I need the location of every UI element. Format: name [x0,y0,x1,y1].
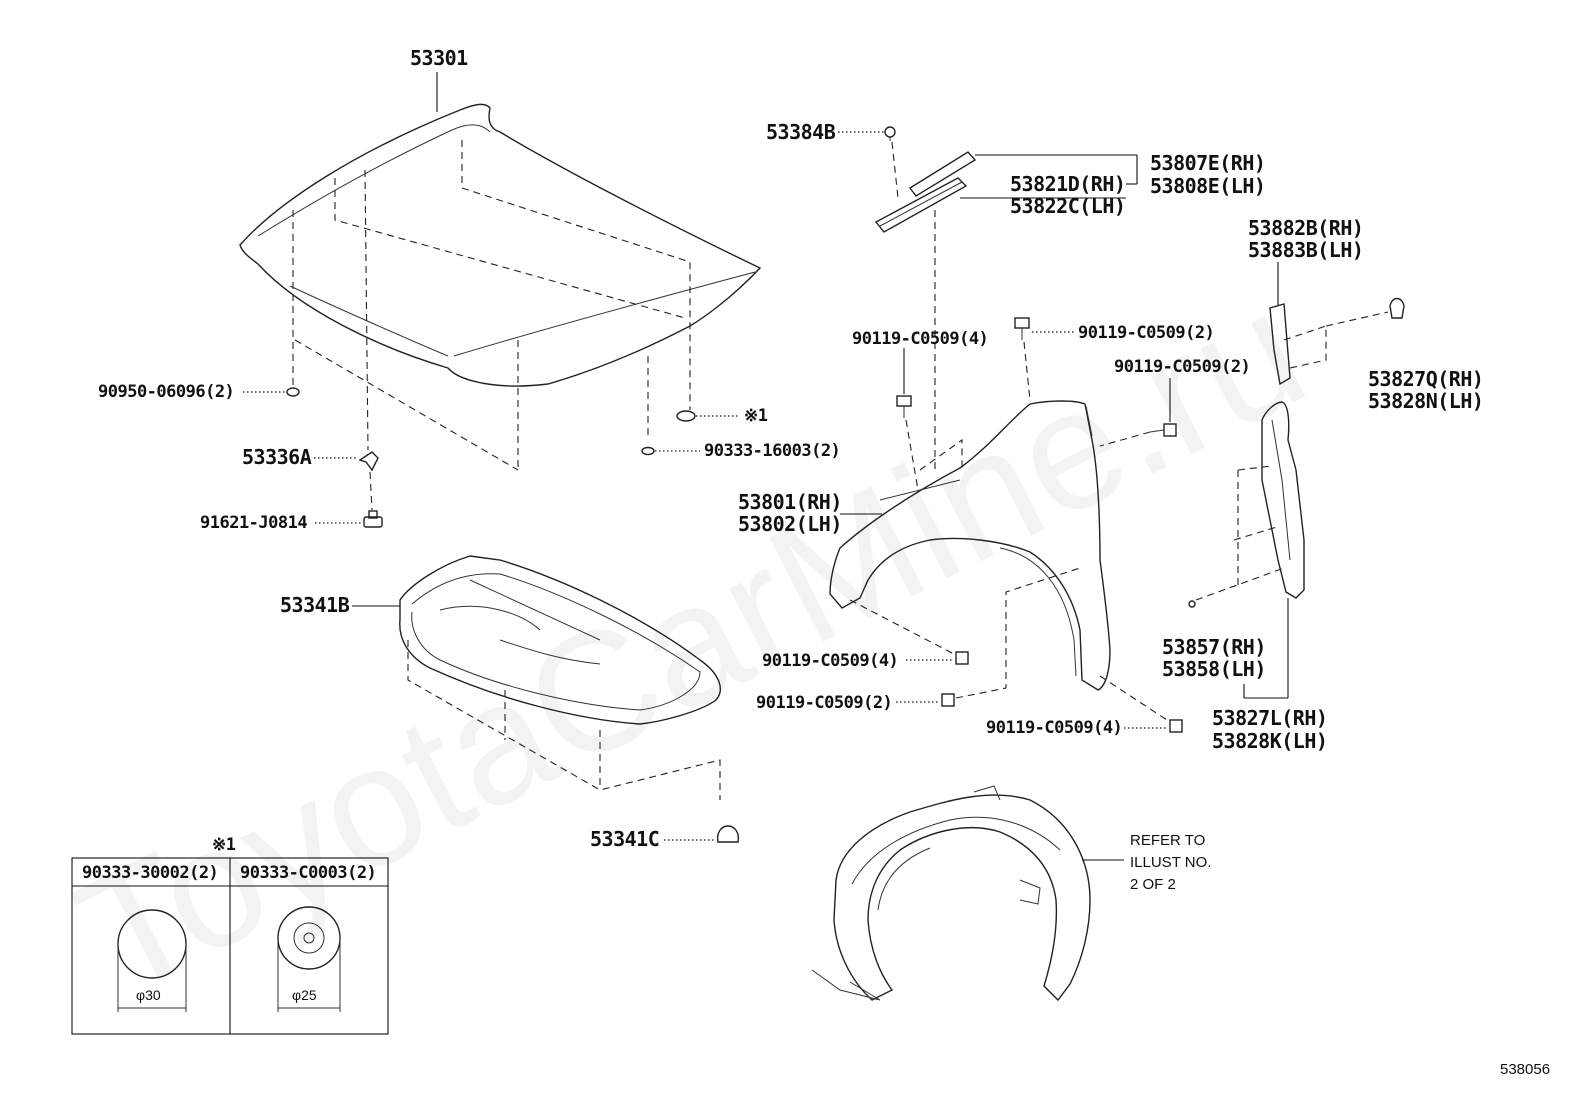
label-seal-pad-rh: 53857(RH) [1162,635,1266,659]
hood-seal-icon [676,410,696,422]
label-hood-bolt: 91621-J0814 [200,513,307,533]
label-fender-rh: 53801(RH) [738,490,842,514]
label-bracket-lh: 53883B(LH) [1248,238,1363,262]
hood-outline [239,103,762,387]
insulator-dashed-guides [407,640,721,800]
refer-note-line3: 2 OF 2 [1130,876,1176,893]
label-liner-rh: 53827L(RH) [1212,706,1327,730]
label-fender-seal-lower-rh: 53821D(RH) [1010,172,1125,196]
label-hood-cushion: 90333-16003(2) [704,441,840,461]
fender-seal-upper [874,151,977,233]
label-hood-seal-ref: ※1 [744,406,768,426]
diagram-id: 538056 [1500,1061,1550,1078]
insulator-clip-icon [716,825,740,843]
label-fender-seal-upper-lh: 53808E(LH) [1150,174,1265,198]
label-seal-pad-lh: 53858(LH) [1162,657,1266,681]
callout-table: ※1 90333-30002(2) 90333-C0003(2) φ30 φ25 [71,835,389,1035]
callout-table-col2-part: 90333-C0003(2) [240,863,376,883]
label-fender-seal-upper-rh: 53807E(RH) [1150,151,1265,175]
dim-phi30: φ30 [136,987,161,1003]
seal-pad-icon [1188,600,1196,608]
label-bolt-a: 90119-C0509(4) [852,329,988,349]
hood-bolt-icon [363,510,383,528]
side-liner-outline [1261,401,1305,599]
bolt-b-icon [1014,317,1030,340]
label-bolt-f: 90119-C0509(4) [986,718,1122,738]
hood-insulator-outline [399,555,721,725]
label-hood: 53301 [410,46,468,70]
label-insulator-clip: 53341C [590,827,659,851]
label-hood-insulator: 53341B [280,593,350,617]
label-bolt-d: 90119-C0509(4) [762,651,898,671]
label-hood-hinge-clip: 53336A [242,445,312,469]
callout-table-col1-part: 90333-30002(2) [82,863,218,883]
label-fender-seal-lower-lh: 53822C(LH) [1010,194,1125,218]
fender-liner-outline [811,785,1091,1002]
bolt-c-icon [1149,423,1177,437]
bolt-a-icon [896,395,912,418]
bolt-f-icon [1169,719,1183,733]
label-hood-stay-clip: 90950-06096(2) [98,382,234,402]
bolt-d-icon [955,651,969,665]
label-bracket-rh: 53882B(RH) [1248,216,1363,240]
bolt-e-icon [941,693,955,707]
dim-phi25: φ25 [292,987,317,1003]
fender-outline [829,400,1111,691]
hood-cushion-icon [641,446,655,456]
label-clip-rh: 53827Q(RH) [1368,367,1483,391]
label-bolt-c: 90119-C0509(2) [1114,357,1250,377]
refer-note-line2: ILLUST NO. [1130,854,1211,871]
fender-clip-top-icon [884,126,896,141]
label-liner-lh: 53828K(LH) [1212,729,1327,753]
label-fender-lh: 53802(LH) [738,512,842,536]
hood-hinge-clip-icon [358,451,379,472]
label-clip-lh: 53828N(LH) [1368,389,1483,413]
hood-dashed-guides [292,140,691,471]
clip-icon [1389,297,1405,319]
hood-stay-clip-icon [286,387,300,397]
callout-table-mark: ※1 [212,835,236,855]
label-fender-clip-top: 53384B [766,120,836,144]
refer-note-line1: REFER TO [1130,832,1205,849]
bracket-icon [1269,303,1291,386]
label-bolt-e: 90119-C0509(2) [756,693,892,713]
label-bolt-b: 90119-C0509(2) [1078,323,1214,343]
